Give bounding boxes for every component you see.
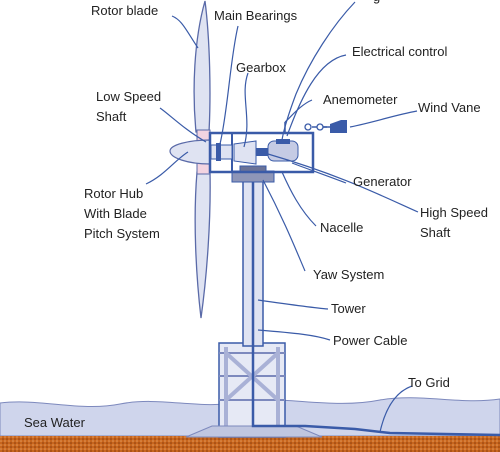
wind-vane <box>330 120 347 133</box>
label-tower: Tower <box>331 301 366 316</box>
label-rotor-hub-line3: Pitch System <box>84 226 160 241</box>
label-yaw-system: Yaw System <box>313 267 384 282</box>
nacelle <box>208 131 315 174</box>
label-high-speed-shaft-line1: High Speed <box>420 205 488 220</box>
rotor-blade-bottom <box>194 171 211 319</box>
electrical-control-box <box>276 139 290 144</box>
label-low-speed-shaft-line1: Low Speed <box>96 89 161 104</box>
main-bearings <box>210 144 233 160</box>
label-rotor-hub-line2: With Blade <box>84 206 147 221</box>
label-nacelle: Nacelle <box>320 220 363 235</box>
high-speed-shaft <box>256 148 268 156</box>
gearbox <box>233 140 257 165</box>
rotor-hub <box>169 139 211 165</box>
label-rotor-hub-line1: Rotor Hub <box>84 186 143 201</box>
label-to-grid: To Grid <box>408 375 450 390</box>
rotor-blade-top <box>193 0 211 133</box>
power-cable <box>251 180 500 437</box>
label-main-bearings: Main Bearings <box>214 8 298 23</box>
label-sea-water: Sea Water <box>24 415 86 430</box>
label-generator: Generator <box>353 174 412 189</box>
label-low-speed-shaft-line2: Shaft <box>96 109 127 124</box>
label-wind-vane: Wind Vane <box>418 100 481 115</box>
label-high-speed-shaft-line2: Shaft <box>420 225 451 240</box>
label-top-partial: g <box>373 0 380 4</box>
label-rotor-blade: Rotor blade <box>91 3 158 18</box>
label-power-cable: Power Cable <box>333 333 407 348</box>
anemometer <box>304 123 312 131</box>
seabed <box>0 436 500 452</box>
label-gearbox: Gearbox <box>236 60 286 75</box>
main-bearing-block <box>216 143 221 161</box>
label-anemometer: Anemometer <box>323 92 398 107</box>
pointer-lines <box>145 1 419 433</box>
label-electrical-control: Electrical control <box>352 44 447 59</box>
